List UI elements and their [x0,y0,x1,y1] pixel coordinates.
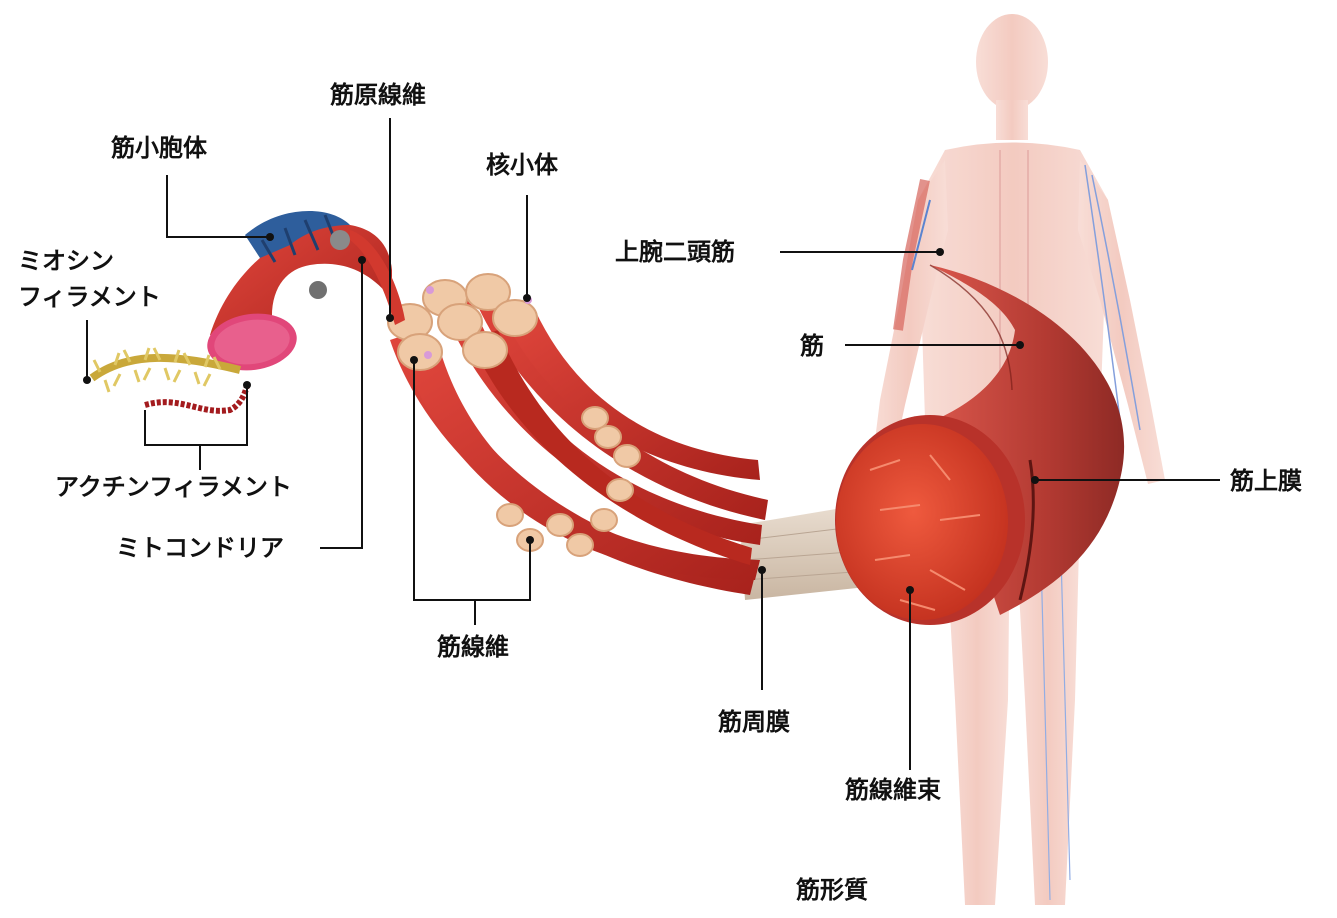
label-nucleolus: 核小体 [486,150,558,180]
label-myosin-line2: フィラメント [18,279,161,315]
label-myosin-line1: ミオシン [18,243,114,279]
label-muscle-fiber: 筋線維 [437,632,509,662]
label-actin-filament: アクチンフィラメント [55,472,292,502]
label-fascicle: 筋線維束 [845,775,941,805]
label-myofibril: 筋原線維 [330,80,426,110]
label-sarcoplasm: 筋形質 [796,875,868,905]
label-perimysium: 筋周膜 [718,707,790,737]
fiber-bundle [388,274,768,595]
label-epimysium: 筋上膜 [1230,466,1302,496]
myofibril-segment [204,211,405,376]
label-sarcoplasmic-reticulum: 筋小胞体 [111,133,207,163]
label-mitochondria: ミトコンドリア [116,533,284,563]
label-biceps: 上腕二頭筋 [615,237,735,267]
label-muscle: 筋 [800,331,824,361]
actin-filament [145,385,247,411]
